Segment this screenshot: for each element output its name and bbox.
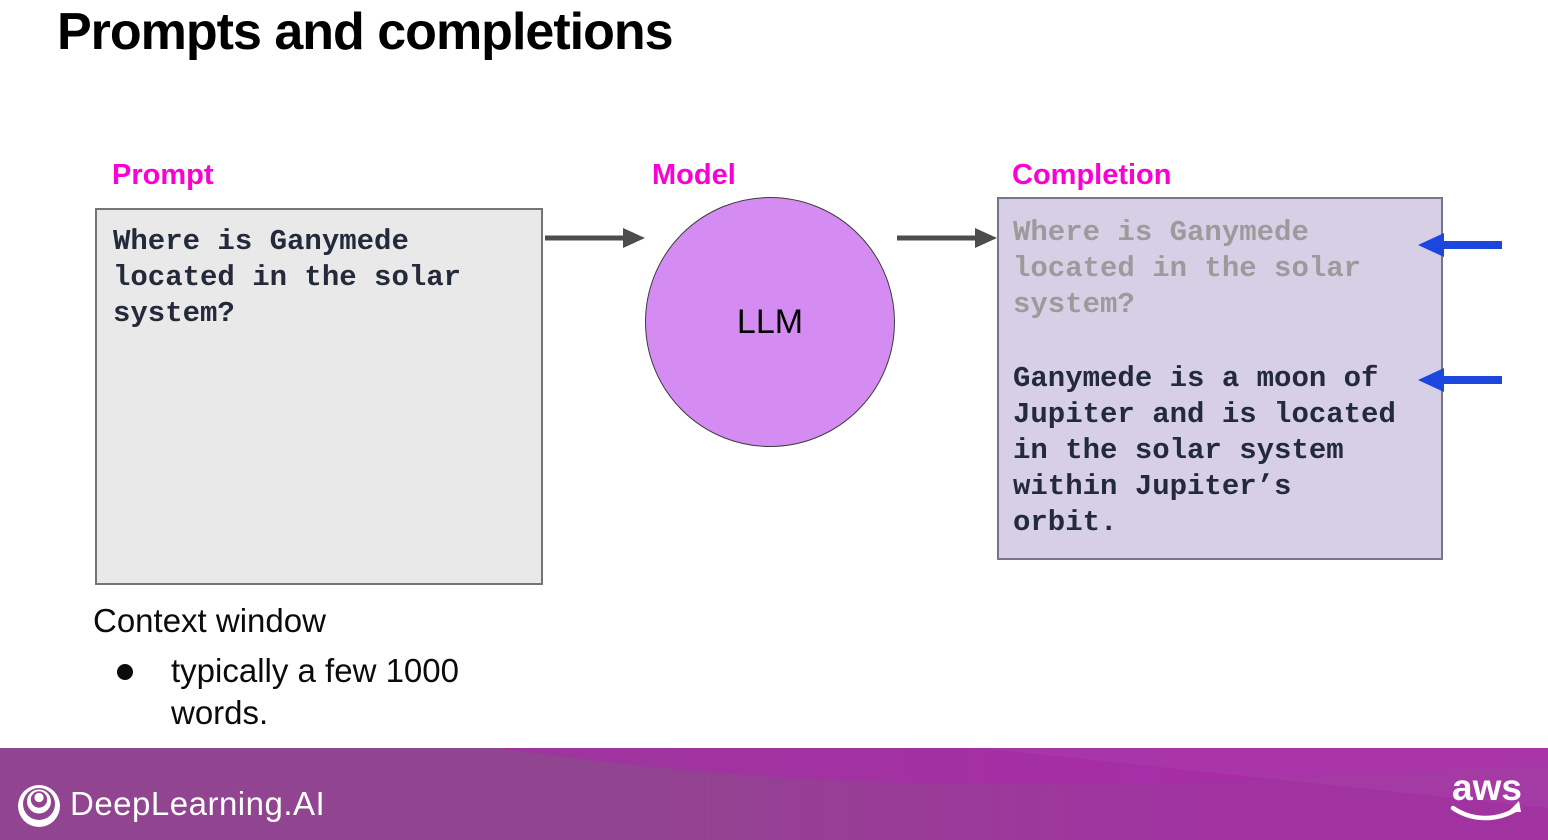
bullet-text: typically a few 1000 words.: [171, 652, 459, 731]
model-circle: LLM: [645, 197, 895, 447]
completion-label: Completion: [1012, 159, 1172, 191]
right-arrow-icon: [897, 228, 997, 248]
completion-echo-text: Where is Ganymede located in the solar s…: [1013, 216, 1362, 321]
right-arrow-icon: [545, 228, 645, 248]
prompt-box: Where is Ganymede located in the solar s…: [95, 208, 543, 585]
completion-box: Where is Ganymede located in the solar s…: [997, 197, 1443, 560]
bullet-icon: [117, 664, 133, 680]
context-note: Context window typically a few 1000 word…: [93, 602, 491, 734]
bullet-row: typically a few 1000 words.: [93, 650, 491, 734]
completion-answer-text: Ganymede is a moon of Jupiter and is loc…: [1013, 362, 1396, 539]
deeplearning-logo: DeepLearning.AI: [16, 779, 325, 829]
footer-wave-decoration: [500, 748, 1548, 808]
page-title: Prompts and completions: [57, 3, 674, 61]
footer-bar: DeepLearning.AI aws: [0, 748, 1548, 840]
left-arrow-icon: [1418, 368, 1502, 392]
deeplearning-logo-text: DeepLearning.AI: [70, 785, 326, 822]
context-window-heading: Context window: [93, 602, 326, 639]
prompt-label: Prompt: [112, 159, 214, 191]
aws-logo-text: aws: [1452, 768, 1522, 808]
aws-logo-icon: aws: [1450, 768, 1522, 821]
model-name: LLM: [736, 302, 804, 341]
model-label: Model: [652, 159, 736, 191]
left-arrow-icon: [1418, 233, 1502, 257]
prompt-text: Where is Ganymede located in the solar s…: [113, 225, 462, 330]
deeplearning-logo-icon: [18, 785, 60, 827]
